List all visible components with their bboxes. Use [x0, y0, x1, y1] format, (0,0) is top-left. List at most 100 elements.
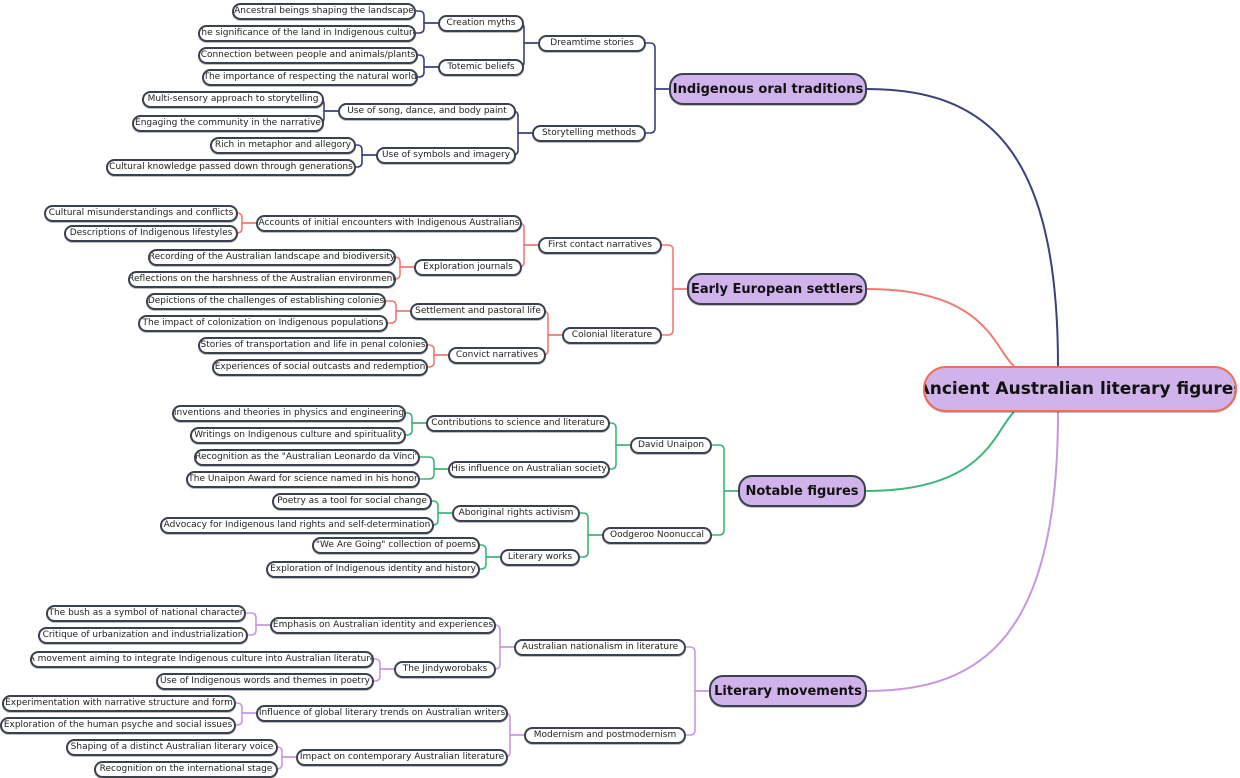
connector-l4-2-1-1-0	[480, 544, 500, 558]
connector-l3-1-1-1	[542, 334, 562, 356]
connector-l3-3-0-0	[494, 624, 514, 648]
connector-l4-1-1-0-1	[388, 310, 410, 324]
connector-l4-0-1-1-0	[356, 144, 376, 156]
connector-l4-3-0-0-1	[248, 624, 270, 636]
detail-3-0-1-0[interactable]: A movement aiming to integrate Indigenou…	[30, 650, 374, 668]
detail-3-1-1-0[interactable]: Shaping of a distinct Australian literar…	[66, 738, 278, 756]
subtopic-2-0-1[interactable]: His influence on Australian society	[448, 460, 610, 478]
branch-1[interactable]: Early European settlers	[687, 273, 867, 305]
detail-0-1-1-0[interactable]: Rich in metaphor and allegory	[210, 136, 356, 154]
detail-0-1-1-1[interactable]: Cultural knowledge passed down through g…	[106, 158, 356, 176]
subtopic-2-1-1[interactable]: Literary works	[500, 548, 580, 566]
detail-2-0-1-1[interactable]: The Unaipon Award for science named in h…	[186, 470, 420, 488]
detail-1-1-1-0[interactable]: Stories of transportation and life in pe…	[198, 336, 428, 354]
subtopic-1-1-1[interactable]: Convict narratives	[448, 346, 546, 364]
connector-l4-3-1-1-1	[276, 756, 296, 770]
connector-l4-3-0-1-0	[374, 658, 394, 670]
detail-1-1-1-1[interactable]: Experiences of social outcasts and redem…	[212, 358, 428, 376]
topic-3-0[interactable]: Australian nationalism in literature	[514, 638, 686, 656]
connector-l2-2-1	[712, 490, 738, 536]
connector-l4-0-1-1-1	[356, 154, 376, 168]
connector-l4-1-1-0-0	[386, 300, 410, 312]
detail-3-1-0-0[interactable]: Experimentation with narrative structure…	[2, 694, 236, 712]
detail-3-1-1-1[interactable]: Recognition on the international stage	[94, 760, 278, 778]
topic-3-1[interactable]: Modernism and postmodernism	[524, 726, 686, 744]
connector-l2-3-0	[686, 646, 709, 692]
subtopic-0-0-1[interactable]: Totemic beliefs	[438, 58, 524, 76]
detail-0-0-1-1[interactable]: The importance of respecting the natural…	[202, 68, 418, 86]
detail-2-1-1-0[interactable]: "We Are Going" collection of poems	[312, 536, 480, 554]
connector-l3-1-0-0	[518, 222, 538, 246]
connector-l3-3-1-0	[504, 712, 524, 736]
subtopic-3-1-1[interactable]: Impact on contemporary Australian litera…	[296, 748, 508, 766]
topic-1-1[interactable]: Colonial literature	[562, 326, 662, 344]
branch-0[interactable]: Indigenous oral traditions	[669, 73, 867, 105]
topic-1-0[interactable]: First contact narratives	[538, 236, 662, 254]
subtopic-3-0-1[interactable]: The Jindyworobaks	[394, 660, 496, 678]
connector-l4-2-0-0-1	[406, 422, 426, 436]
topic-0-1[interactable]: Storytelling methods	[532, 124, 646, 142]
subtopic-1-0-0[interactable]: Accounts of initial encounters with Indi…	[256, 214, 522, 232]
connector-l3-2-0-1	[610, 444, 630, 470]
connector-l4-0-0-1-1	[418, 66, 438, 78]
detail-0-0-0-0[interactable]: Ancestral beings shaping the landscape	[232, 2, 416, 20]
detail-0-0-0-1[interactable]: The significance of the land in Indigeno…	[198, 24, 416, 42]
connector-l4-2-1-0-0	[432, 500, 452, 514]
detail-2-0-0-0[interactable]: Inventions and theories in physics and e…	[172, 404, 406, 422]
detail-1-0-0-1[interactable]: Descriptions of Indigenous lifestyles	[64, 224, 238, 242]
topic-2-1[interactable]: Oodgeroo Noonuccal	[602, 526, 712, 544]
connector-l3-1-0-1	[518, 244, 538, 268]
connector-root-branch-1	[866, 288, 1015, 367]
detail-2-1-0-1[interactable]: Advocacy for Indigenous land rights and …	[160, 516, 434, 534]
detail-2-1-0-0[interactable]: Poetry as a tool for social change	[272, 492, 432, 510]
detail-0-1-0-1[interactable]: Engaging the community in the narrative	[132, 114, 324, 132]
detail-1-0-1-1[interactable]: Reflections on the harshness of the Aust…	[128, 270, 396, 288]
connector-l4-2-1-0-1	[432, 512, 452, 526]
subtopic-1-1-0[interactable]: Settlement and pastoral life	[410, 302, 546, 320]
connector-l3-2-1-0	[580, 512, 602, 536]
branch-2[interactable]: Notable figures	[738, 475, 866, 507]
connector-l4-0-0-0-1	[416, 22, 438, 34]
detail-2-0-0-1[interactable]: Writings on Indigenous culture and spiri…	[190, 426, 406, 444]
connector-l4-1-0-0-1	[236, 222, 256, 234]
subtopic-2-0-0[interactable]: Contributions to science and literature	[426, 414, 610, 432]
connector-l4-2-0-1-1	[420, 468, 448, 480]
connector-l3-2-1-1	[580, 534, 602, 558]
detail-1-1-0-1[interactable]: The impact of colonization on Indigenous…	[138, 314, 388, 332]
detail-0-0-1-0[interactable]: Connection between people and animals/pl…	[198, 46, 418, 64]
detail-1-0-1-0[interactable]: Recording of the Australian landscape an…	[148, 248, 396, 266]
topic-0-0[interactable]: Dreamtime stories	[538, 34, 646, 52]
subtopic-3-0-0[interactable]: Emphasis on Australian identity and expe…	[270, 616, 496, 634]
connector-l4-0-0-1-0	[418, 54, 438, 68]
detail-2-0-1-0[interactable]: Recognition as the "Australian Leonardo …	[194, 448, 420, 466]
branch-3[interactable]: Literary movements	[709, 675, 867, 707]
subtopic-0-1-0[interactable]: Use of song, dance, and body paint	[338, 102, 516, 120]
detail-3-0-0-1[interactable]: Critique of urbanization and industriali…	[38, 626, 248, 644]
subtopic-3-1-0[interactable]: Influence of global literary trends on A…	[256, 704, 508, 722]
central-topic[interactable]: Ancient Australian literary figures	[923, 366, 1237, 412]
subtopic-0-1-1[interactable]: Use of symbols and imagery	[376, 146, 516, 164]
detail-1-0-0-0[interactable]: Cultural misunderstandings and conflicts	[44, 204, 238, 222]
subtopic-1-0-1[interactable]: Exploration journals	[414, 258, 522, 276]
connector-l4-1-0-0-0	[236, 212, 256, 224]
connector-l4-2-1-1-1	[480, 556, 500, 570]
detail-3-0-0-0[interactable]: The bush as a symbol of national charact…	[46, 604, 246, 622]
detail-3-1-0-1[interactable]: Exploration of the human psyche and soci…	[0, 716, 236, 734]
connector-root-branch-2	[865, 411, 1015, 492]
detail-1-1-0-0[interactable]: Depictions of the challenges of establis…	[146, 292, 386, 310]
connector-l4-2-0-1-0	[420, 456, 448, 470]
connector-l4-3-0-1-1	[374, 668, 394, 682]
topic-2-0[interactable]: David Unaipon	[630, 436, 712, 454]
detail-0-1-0-0[interactable]: Multi-sensory approach to storytelling	[142, 90, 324, 108]
detail-3-0-1-1[interactable]: Use of Indigenous words and themes in po…	[156, 672, 374, 690]
subtopic-0-0-0[interactable]: Creation myths	[438, 14, 524, 32]
connector-l4-1-0-1-1	[394, 266, 414, 280]
subtopic-2-1-0[interactable]: Aboriginal rights activism	[452, 504, 580, 522]
connector-l3-0-1-0	[512, 110, 532, 134]
connector-l4-1-1-1-1	[428, 354, 448, 368]
connector-root-branch-3	[866, 411, 1059, 692]
connector-l3-0-1-1	[512, 132, 532, 156]
connector-l4-3-1-1-0	[276, 746, 296, 758]
connector-l4-1-1-1-0	[428, 344, 448, 356]
detail-2-1-1-1[interactable]: Exploration of Indigenous identity and h…	[266, 560, 480, 578]
